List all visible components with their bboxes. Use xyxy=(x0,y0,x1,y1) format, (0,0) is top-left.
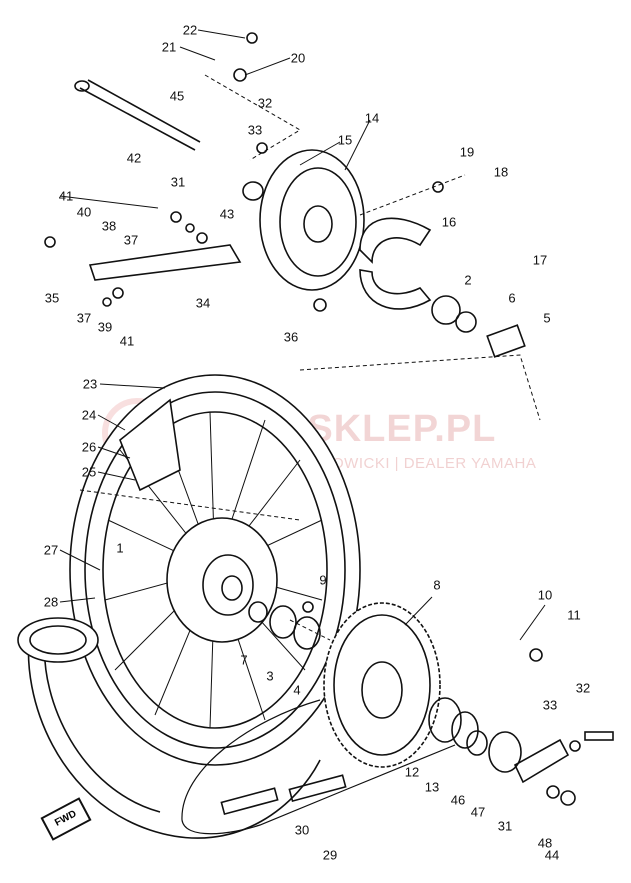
part-label-2: 2 xyxy=(464,272,472,288)
part-label-9: 9 xyxy=(319,572,327,588)
part-label-7: 7 xyxy=(240,652,248,668)
mud-flap xyxy=(119,398,181,492)
part-label-41: 41 xyxy=(119,333,135,349)
part-label-16: 16 xyxy=(441,214,457,230)
part-label-40: 40 xyxy=(76,204,92,220)
part-label-45: 45 xyxy=(169,88,185,104)
part-label-37: 37 xyxy=(123,232,139,248)
part-label-43: 43 xyxy=(219,206,235,222)
part-label-47: 47 xyxy=(470,804,486,820)
part-label-31: 31 xyxy=(497,818,513,834)
part-label-14: 14 xyxy=(364,110,380,126)
part-label-23: 23 xyxy=(82,376,98,392)
part-label-21: 21 xyxy=(161,39,177,55)
part-label-30: 30 xyxy=(294,822,310,838)
part-label-1: 1 xyxy=(116,540,124,556)
axle xyxy=(74,79,201,151)
part-label-10: 10 xyxy=(537,587,553,603)
part-label-38: 38 xyxy=(101,218,117,234)
small-parts xyxy=(44,32,614,816)
part-label-31: 31 xyxy=(170,174,186,190)
part-label-32: 32 xyxy=(257,95,273,111)
part-label-3: 3 xyxy=(266,668,274,684)
part-label-4: 4 xyxy=(293,682,301,698)
brake-plate xyxy=(259,149,365,291)
part-label-41: 41 xyxy=(58,188,74,204)
brake-shoes xyxy=(359,217,432,310)
part-label-42: 42 xyxy=(126,150,142,166)
part-label-33: 33 xyxy=(542,697,558,713)
part-label-35: 35 xyxy=(44,290,60,306)
part-label-46: 46 xyxy=(450,792,466,808)
wheel-hub xyxy=(166,517,278,643)
chain-puller xyxy=(513,738,570,784)
part-label-26: 26 xyxy=(81,439,97,455)
part-label-36: 36 xyxy=(283,329,299,345)
part-label-29: 29 xyxy=(322,847,338,863)
part-label-15: 15 xyxy=(337,132,353,148)
part-label-25: 25 xyxy=(81,464,97,480)
part-label-39: 39 xyxy=(97,319,113,335)
part-label-44: 44 xyxy=(544,847,560,863)
sprocket xyxy=(323,602,441,768)
part-label-12: 12 xyxy=(404,764,420,780)
part-label-20: 20 xyxy=(290,50,306,66)
part-label-17: 17 xyxy=(532,252,548,268)
part-label-28: 28 xyxy=(43,594,59,610)
part-label-13: 13 xyxy=(424,779,440,795)
drive-chain xyxy=(181,699,456,835)
part-label-18: 18 xyxy=(493,164,509,180)
part-label-37: 37 xyxy=(76,310,92,326)
part-label-24: 24 xyxy=(81,407,97,423)
part-label-34: 34 xyxy=(195,295,211,311)
part-label-5: 5 xyxy=(543,310,551,326)
part-label-6: 6 xyxy=(508,290,516,306)
part-label-32: 32 xyxy=(575,680,591,696)
part-label-27: 27 xyxy=(43,542,59,558)
part-label-22: 22 xyxy=(182,22,198,38)
part-label-8: 8 xyxy=(433,577,441,593)
part-label-11: 11 xyxy=(567,607,581,623)
torque-arm xyxy=(88,244,242,281)
part-label-48: 48 xyxy=(537,835,553,851)
part-label-19: 19 xyxy=(459,144,475,160)
part-label-33: 33 xyxy=(247,122,263,138)
